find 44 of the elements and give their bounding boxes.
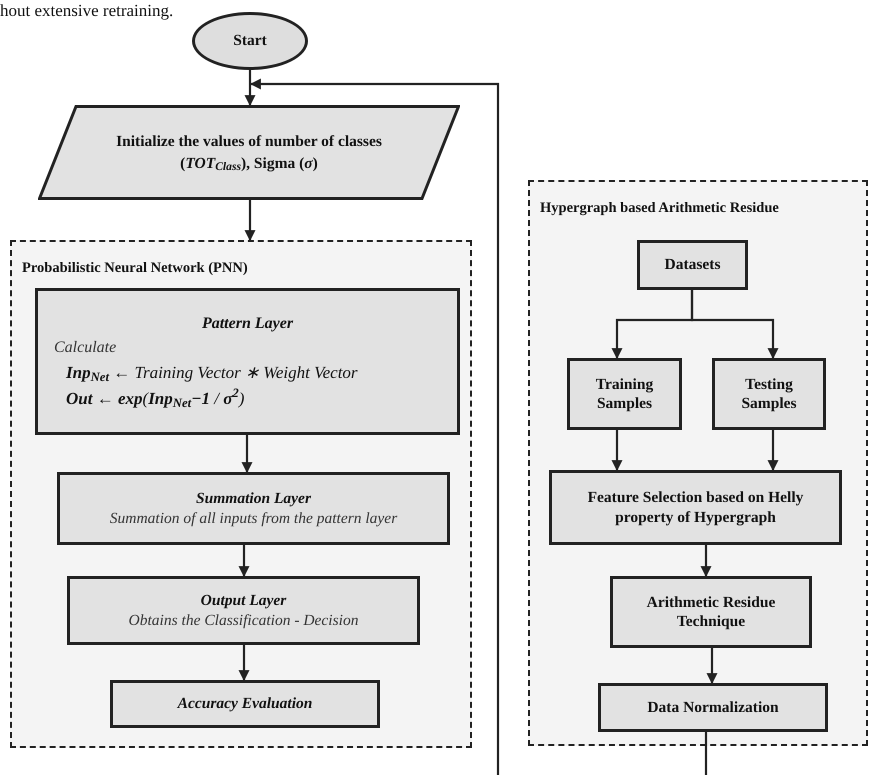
process-box [110, 680, 380, 728]
process-box [637, 240, 748, 290]
box-text: Start [233, 31, 267, 51]
arrow [706, 648, 718, 684]
process-box [567, 358, 682, 430]
cut-off-text: hout extensive retraining. [0, 0, 174, 22]
box-text: Data Normalization [647, 698, 779, 718]
group-title: Probabilistic Neural Network (PNN) [22, 259, 248, 278]
body-text: Calculate [54, 338, 116, 358]
box-text: Training Samples [594, 374, 654, 414]
formula-text: Inp$_{Net}$ ← Training Vector ∗ Weight Vector [66, 362, 358, 386]
arrow [238, 645, 250, 682]
group-title: Hypergraph based Arithmetic Residue [540, 199, 779, 218]
arrow [244, 70, 256, 106]
process-box [610, 576, 812, 648]
formula-text: Out ← exp(Inp$_{Net}$−1 / σ$^{2}$) [66, 386, 244, 411]
box-text: Feature Selection based on Helly property of Hypergraph [586, 488, 804, 527]
process-box [712, 358, 826, 430]
arrow [700, 545, 712, 578]
process-box [67, 576, 420, 645]
layer-heading: Accuracy Evaluation [178, 694, 312, 714]
layer-heading: Output Layer [200, 591, 286, 610]
process-box [549, 470, 842, 545]
process-box [35, 288, 460, 435]
box-text: Arithmetic Residue Technique [646, 592, 776, 632]
body-text: Obtains the Classification - Decision [128, 610, 358, 630]
arrow [242, 435, 252, 474]
input-text: Initialize the values of number of classes (TOT$_{Class}$), Sigma (σ) [115, 132, 383, 174]
arrow [244, 200, 256, 242]
process-box [598, 683, 828, 732]
dashed-group-box [10, 240, 472, 748]
layer-heading: Pattern Layer [202, 314, 294, 334]
arrow [690, 290, 778, 360]
arrow [250, 78, 500, 775]
arrow [768, 430, 778, 472]
box-text: Datasets [664, 255, 720, 275]
input-parallelogram [38, 105, 460, 200]
layer-heading: Summation Layer [196, 489, 311, 508]
arrow [238, 545, 250, 578]
body-text: Summation of all inputs from the pattern layer [110, 508, 398, 528]
dashed-group-box [528, 180, 868, 746]
process-box [57, 472, 450, 545]
box-text: Testing Samples [740, 374, 798, 414]
arrow [612, 430, 622, 472]
